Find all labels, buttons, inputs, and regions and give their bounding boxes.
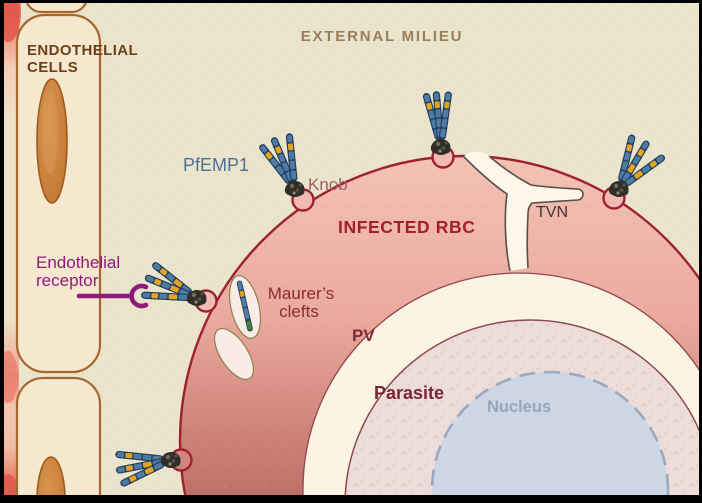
label-knob: Knob [308,175,348,194]
vessel-lumen-glow [4,3,21,495]
receptor-claw [129,283,149,309]
labels: EXTERNAL MILIEU ENDOTHELIAL CELLS PfEMP1… [27,28,568,416]
label-parasite: Parasite [374,383,444,403]
knob-top [422,90,455,169]
tvn-outline-right [489,156,584,269]
label-endothelial-cells-1: ENDOTHELIAL [27,42,138,59]
tvn-tube [462,151,584,272]
endothelial-receptor [76,283,149,309]
knob-upper-left [257,132,315,212]
knob-right [602,133,667,210]
label-pfemp1: PfEMP1 [183,155,249,175]
endothelial-cell-top [26,3,87,14]
label-external-milieu: EXTERNAL MILIEU [301,28,464,45]
knob-adhesion [140,260,218,313]
label-pv: PV [352,326,375,345]
pfemp1-cargo-rod [236,280,253,332]
label-endothelial-receptor-1: Endothelial [36,253,120,272]
label-maurers-clefts-2: clefts [279,302,319,321]
label-endothelial-receptor-2: receptor [36,271,99,290]
endothelial-nuclei [36,78,68,495]
endothelial-cell-bottom [15,376,102,495]
maurers-clefts [213,275,262,381]
maurers-cleft-empty [213,327,255,381]
parasite-nucleus [430,370,670,495]
label-nucleus: Nucleus [487,398,551,416]
tvn-outline-left [462,155,511,272]
label-endothelial-cells-2: CELLS [27,59,78,76]
endothelial-nucleus-bottom [36,456,66,495]
label-infected-rbc: INFECTED RBC [338,217,475,237]
label-tvn: TVN [536,204,568,221]
endothelial-nucleus-highlight [42,90,58,174]
knob-bottom-left [114,448,193,488]
label-maurers-clefts-1: Maurer’s [268,284,334,303]
tvn-fill [464,151,584,271]
